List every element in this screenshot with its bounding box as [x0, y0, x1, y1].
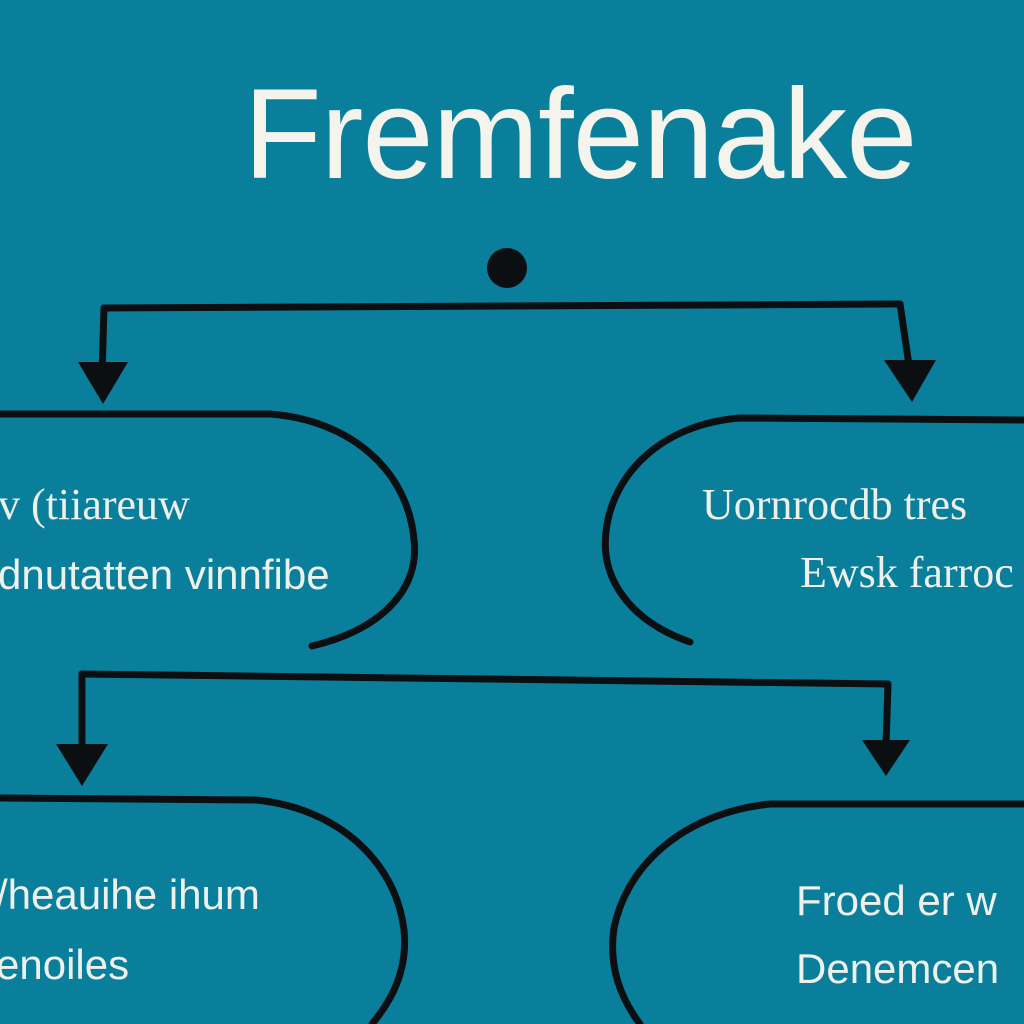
arrowhead-top-left — [78, 362, 128, 404]
node-4-line-1: Froed er w — [796, 877, 997, 924]
root-node-dot — [487, 248, 527, 288]
node-3-line-2: enoiles — [0, 941, 130, 988]
node-4-label: Froed er w Denemcen — [796, 876, 999, 994]
node-2-line-2: Ewsk farroc — [800, 548, 1014, 597]
node-3-outline — [0, 794, 409, 1024]
middle-connector-bar — [78, 670, 892, 688]
node-1-line-2: dnutatten vinnfibe — [0, 551, 330, 598]
arrowhead-middle-right — [862, 740, 910, 776]
arrowhead-top-right — [884, 360, 936, 402]
node-4-line-2: Denemcen — [796, 945, 1000, 992]
node-3-line-1: /heauihe ihum — [0, 871, 260, 918]
node-1-outline — [0, 410, 419, 650]
node-2-line-1: Uornrocdb tres — [702, 480, 968, 529]
top-connector-bar — [100, 300, 904, 312]
node-2-outline — [601, 414, 1024, 646]
node-3-label: /heauihe ihum enoiles — [0, 870, 260, 990]
arrowhead-middle-left — [56, 744, 108, 786]
node-2-label: Uornrocdb tres Ewsk farroc — [702, 480, 1014, 598]
middle-right-drop — [882, 680, 892, 749]
node-1-line-1: v (tiiareuw — [0, 480, 190, 529]
node-4-outline — [609, 800, 1024, 1024]
node-1-label: v (tiiareuw dnutatten vinnfibe — [0, 480, 330, 600]
diagram-title: Fremfenake — [243, 63, 918, 206]
